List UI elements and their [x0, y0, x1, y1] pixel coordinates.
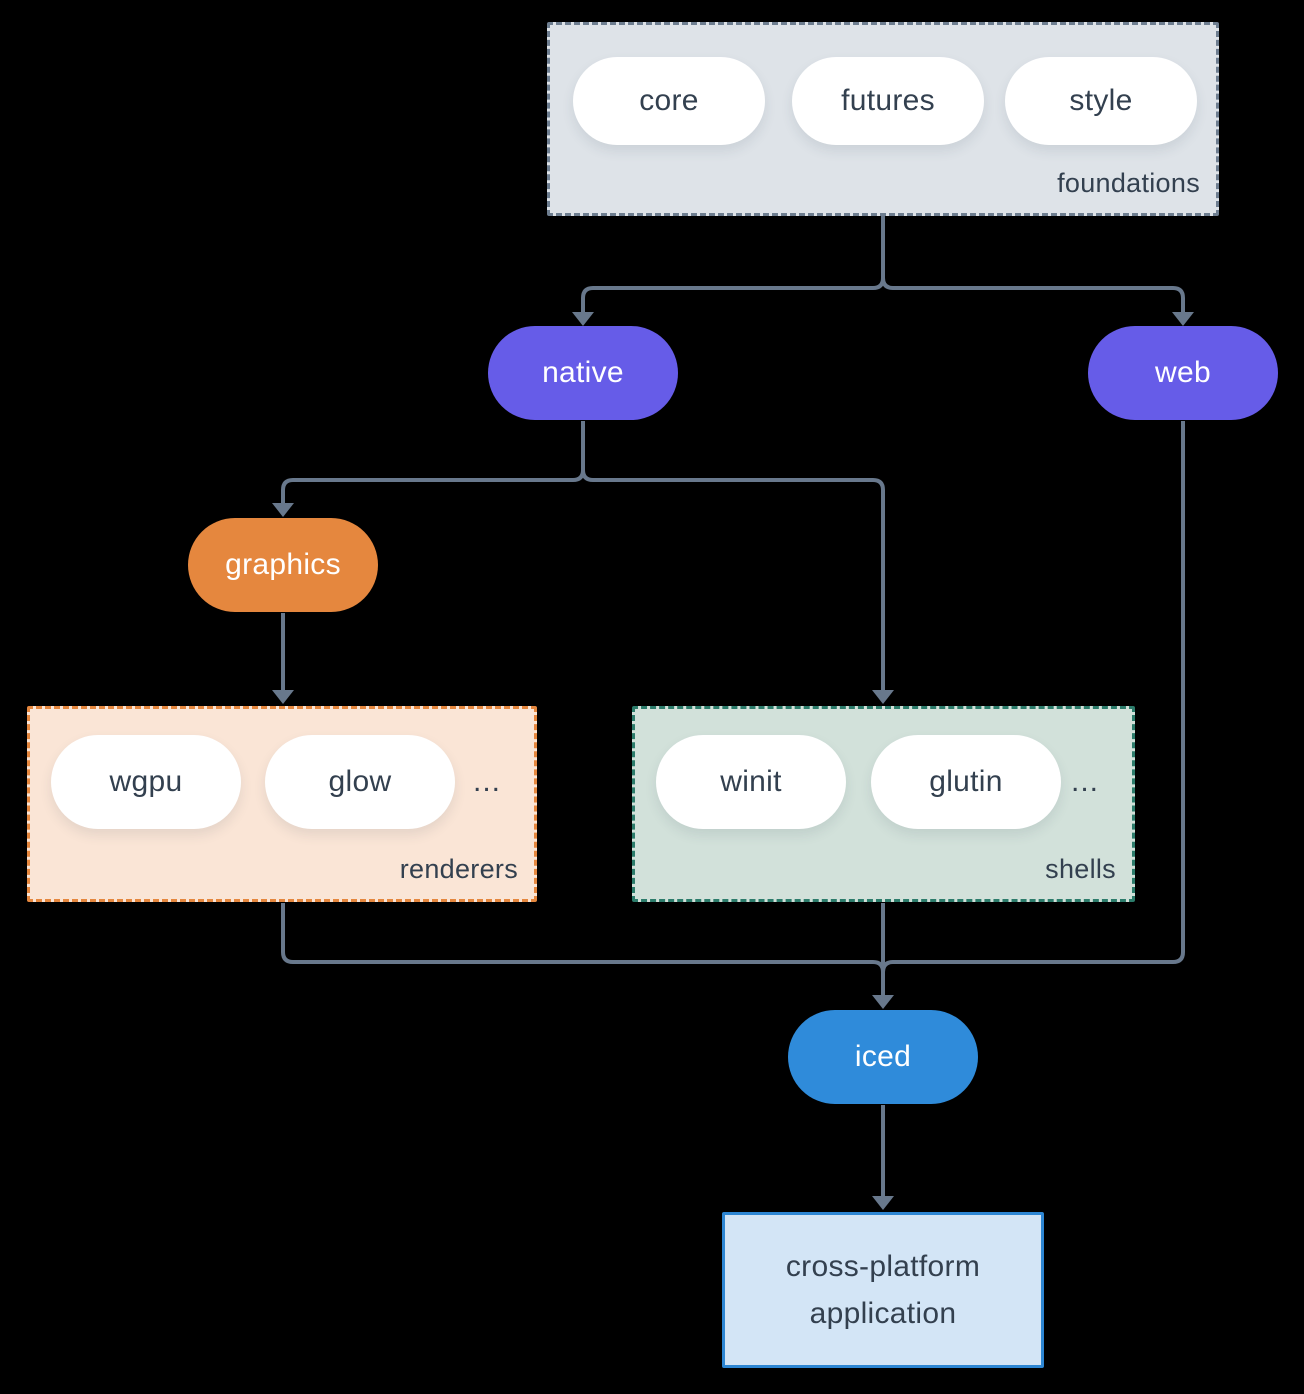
group-renderers-label: renderers	[399, 854, 518, 884]
node-glutin: glutin	[871, 735, 1061, 829]
group-foundations: core futures style foundations	[547, 22, 1219, 216]
edge-foundations-web	[881, 215, 1185, 312]
application-label-line2: application	[809, 1297, 957, 1330]
node-cross-platform-application: cross-platform application	[722, 1212, 1044, 1368]
edge-foundations-native	[581, 215, 885, 312]
group-foundations-label: foundations	[1057, 168, 1200, 198]
node-glow: glow	[265, 735, 455, 829]
edge-renderers-iced	[281, 903, 885, 995]
renderers-ellipsis: ...	[472, 765, 501, 798]
node-style: style	[1005, 57, 1197, 145]
node-web: web	[1088, 326, 1278, 420]
arrowhead-web	[1172, 312, 1194, 326]
arrowhead-renderers	[272, 690, 294, 704]
node-winit: winit	[656, 735, 846, 829]
group-renderers: wgpu glow ... renderers	[27, 706, 537, 902]
arrowhead-iced	[872, 995, 894, 1009]
arrowhead-graphics	[272, 503, 294, 517]
group-shells: winit glutin ... shells	[632, 706, 1135, 902]
edge-native-shells	[581, 421, 885, 690]
edge-native-graphics	[281, 421, 585, 503]
group-shells-label: shells	[1045, 854, 1116, 884]
node-core: core	[573, 57, 765, 145]
node-wgpu: wgpu	[51, 735, 241, 829]
node-graphics: graphics	[188, 518, 378, 612]
shells-ellipsis: ...	[1070, 765, 1099, 798]
arrowhead-application	[872, 1196, 894, 1210]
node-native: native	[488, 326, 678, 420]
arrowhead-shells	[872, 690, 894, 704]
node-futures: futures	[792, 57, 984, 145]
arrowhead-native	[572, 312, 594, 326]
node-iced: iced	[788, 1010, 978, 1104]
application-label-line1: cross-platform	[785, 1250, 981, 1283]
